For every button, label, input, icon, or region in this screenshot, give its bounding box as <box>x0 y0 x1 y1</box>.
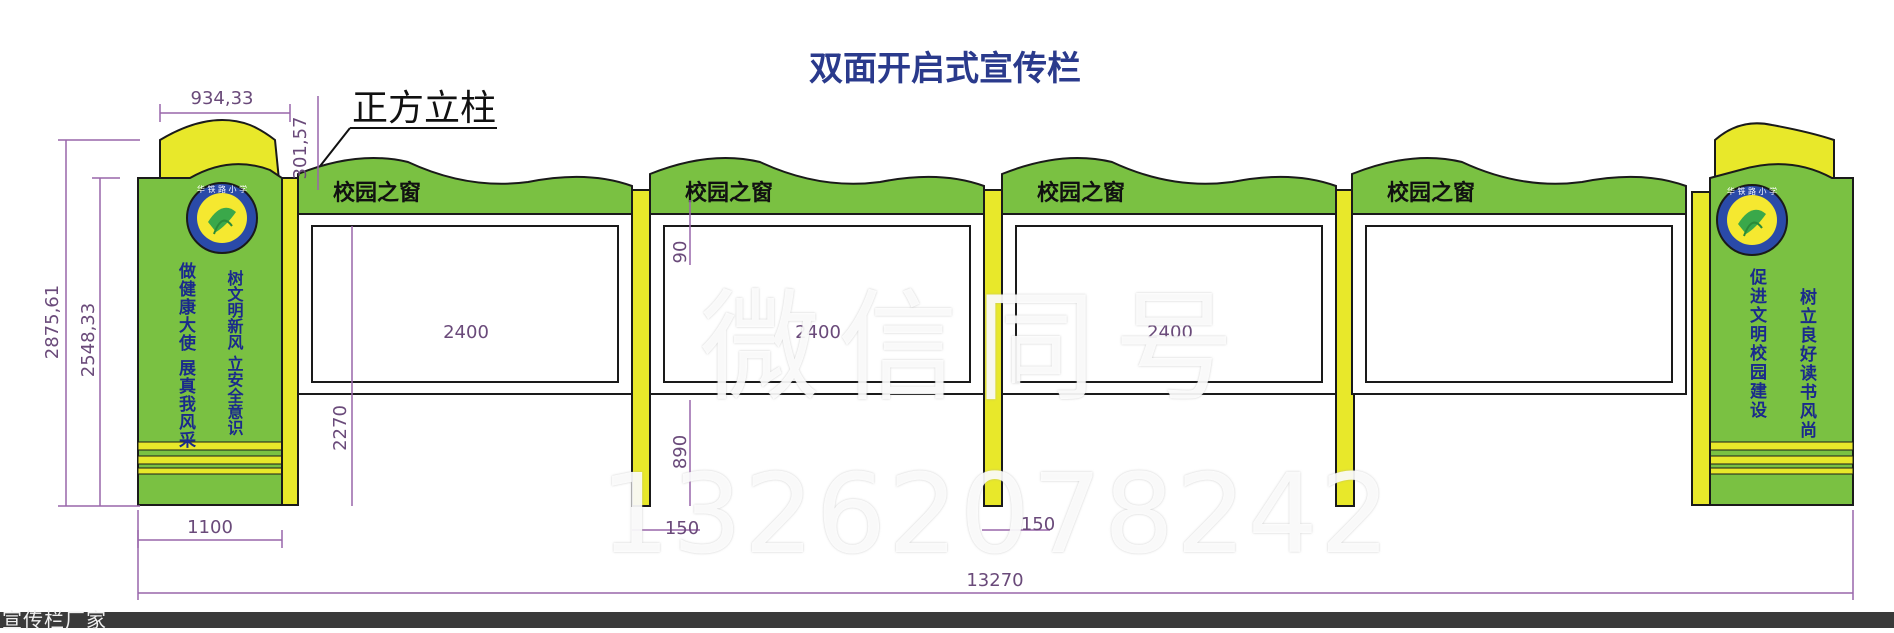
dim-column-height: 2548,33 <box>78 303 99 377</box>
panel-row: 校园之窗 校园之窗 校园之窗 校园之窗 <box>297 157 1687 507</box>
dim-total-height: 2875,61 <box>42 285 63 359</box>
panel-glass <box>1015 225 1323 383</box>
right-slogan-1: 促进文明校园建设 <box>1746 267 1768 420</box>
panel-title: 校园之窗 <box>1037 180 1125 206</box>
display-panel: 校园之窗 <box>1001 157 1355 507</box>
dim-leg-clearance: 890 <box>670 435 691 469</box>
dim-post-width-2: 150 <box>1021 514 1055 535</box>
bottom-caption: 宣传栏厂家 <box>2 608 107 632</box>
dim-panel-width-1: 2400 <box>443 322 489 343</box>
dim-total-width: 13270 <box>966 570 1023 591</box>
panel-header <box>649 157 985 215</box>
panel-header <box>1351 157 1687 215</box>
bottom-bar <box>0 612 1894 628</box>
right-logo-ring-text: 华 铁 路 小 学 <box>1727 186 1777 196</box>
left-logo-ring-text: 华 铁 路 小 学 <box>197 184 247 194</box>
dim-leg-height: 2270 <box>330 405 351 451</box>
left-slogan-1: 做健康大使 展真我风采 <box>175 261 197 449</box>
dim-post-width-1: 150 <box>665 518 699 539</box>
dim-top-width: 934,33 <box>191 88 254 109</box>
left-square-post <box>281 177 299 506</box>
watermark-phone: 13262078242 <box>600 450 1392 578</box>
watermark-wechat: 微信同号 <box>700 279 1252 418</box>
dim-panel-width-3: 2400 <box>1147 322 1193 343</box>
right-slogan-2: 树立良好读书风尚 <box>1796 288 1818 440</box>
right-column: 华 铁 路 小 学 促进文明校园建设 树立良好读书风尚 <box>1691 122 1854 506</box>
left-column: 华 铁 路 小 学 做健康大使 展真我风采 树文明新风 立安全意识 <box>137 119 299 506</box>
panel-title: 校园之窗 <box>333 180 421 206</box>
callout-label: 正方立柱 <box>352 88 496 129</box>
panel-glass <box>663 225 971 383</box>
panel-title: 校园之窗 <box>685 180 773 206</box>
dim-column-width: 1100 <box>187 517 233 538</box>
display-panel: 校园之窗 <box>297 157 651 507</box>
dim-top-height: 301,57 <box>290 117 311 180</box>
panel-title: 校园之窗 <box>1387 180 1475 206</box>
dimension-labels: 934,33 301,57 2875,61 2548,33 2400 2400 … <box>42 88 1193 591</box>
display-panel: 校园之窗 <box>649 157 1003 507</box>
panel-glass <box>311 225 619 383</box>
right-square-post <box>1691 191 1711 506</box>
left-slogan-2: 树文明新风 立安全意识 <box>225 269 245 437</box>
drawing-title: 双面开启式宣传栏 <box>809 49 1081 89</box>
dim-panel-width-2: 2400 <box>795 322 841 343</box>
display-panel: 校园之窗 <box>1351 157 1687 395</box>
panel-header <box>297 157 633 215</box>
dim-board-inner: 90 <box>670 241 691 264</box>
panel-glass <box>1365 225 1673 383</box>
dimension-lines <box>58 96 1854 600</box>
panel-header <box>1001 157 1337 215</box>
